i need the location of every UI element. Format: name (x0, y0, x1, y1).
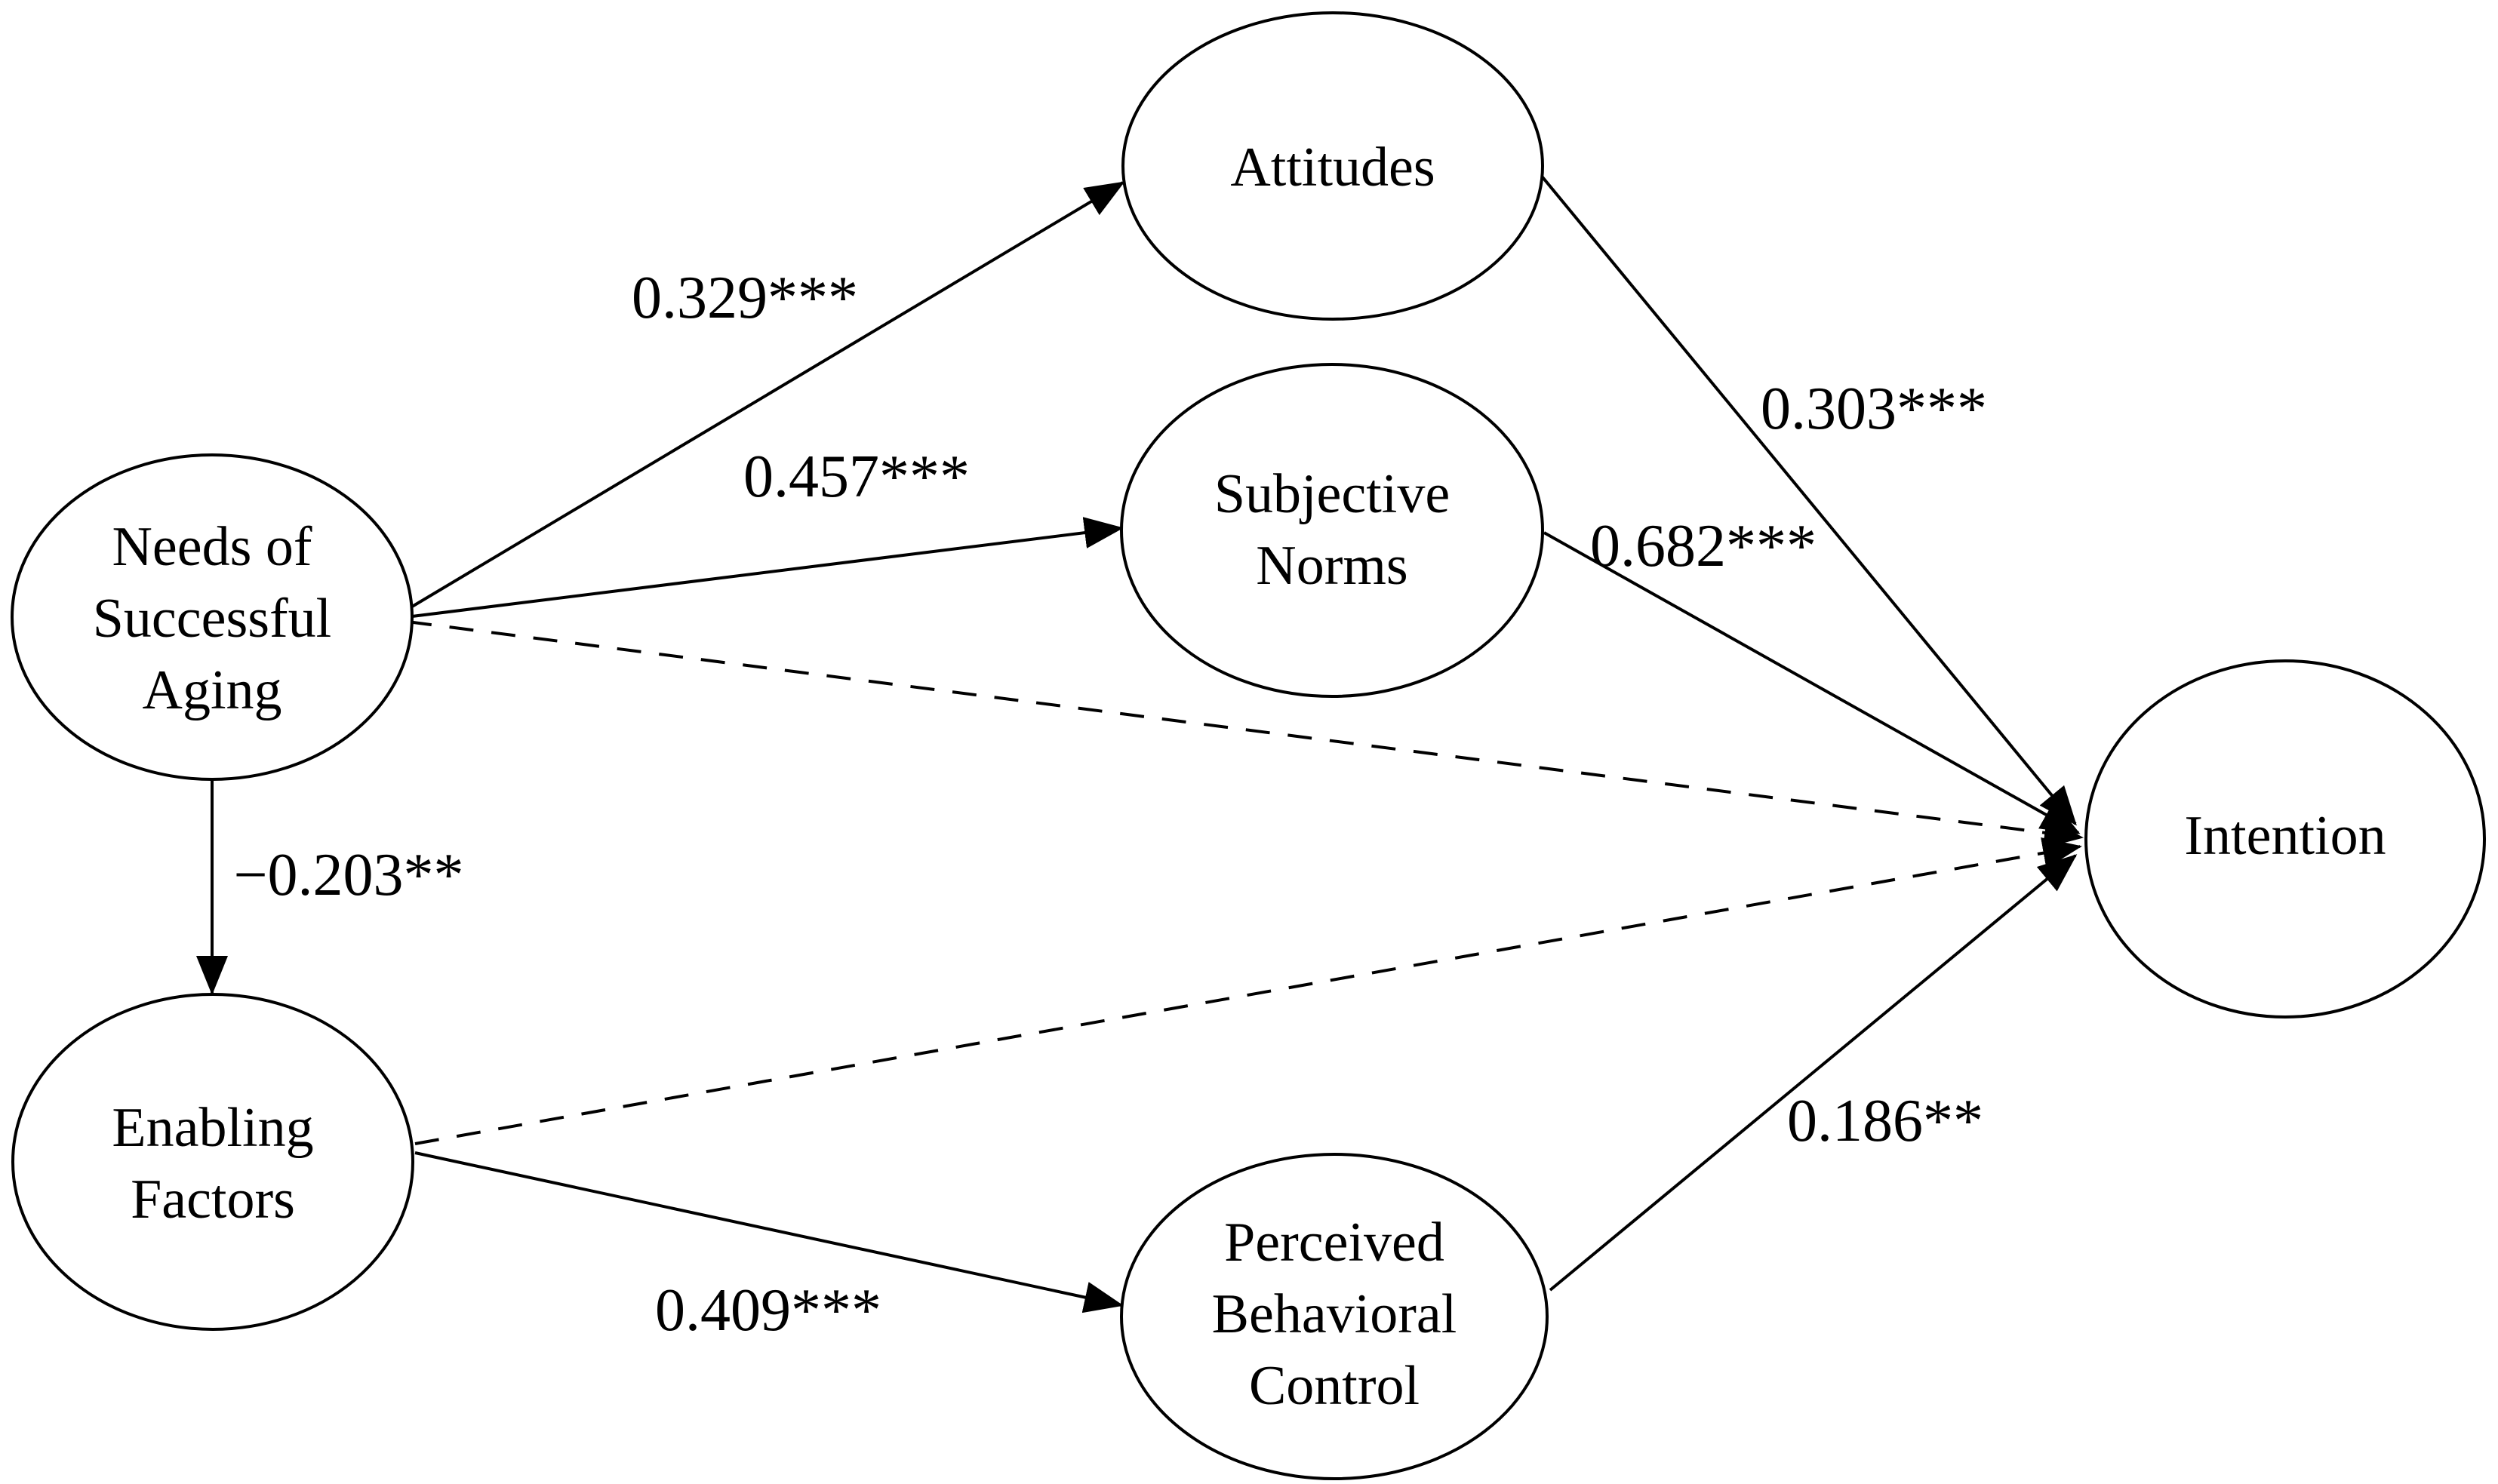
enabling-factors-label-line-1: Enabling (112, 1097, 313, 1159)
edge-attitudes-to-intention (1538, 172, 2077, 826)
enabling-factors-label-line-2: Factors (131, 1169, 295, 1231)
subjective-norms-label-line-1: Subjective (1214, 463, 1450, 525)
attitudes-label: Attitudes (1230, 137, 1435, 198)
perceived-behavioral-control-label-line-1: Perceived (1224, 1212, 1444, 1274)
coefficient-needs-subjective-norms: 0.457*** (743, 444, 970, 510)
coefficient-attitudes-intention: 0.303*** (1761, 376, 1987, 442)
enabling-factors-ellipse (11, 993, 414, 1331)
edges (196, 172, 2084, 1313)
subjective-norms-label-line-2: Norms (1256, 535, 1407, 597)
attitudes-ellipse (1121, 11, 1544, 321)
needs-label-line-2: Successful (93, 588, 332, 650)
edge-needs-to-intention-dashed (407, 620, 2084, 849)
intention-label: Intention (2184, 805, 2386, 867)
coefficient-needs-attitudes: 0.329*** (632, 265, 858, 331)
needs-of-successful-aging-ellipse (11, 453, 414, 781)
edge-enabling-to-perceived-behavioral-control (414, 1151, 1124, 1313)
perceived-behavioral-control-ellipse (1120, 1153, 1549, 1480)
node-enabling-factors: Enabling Factors (11, 993, 414, 1331)
node-subjective-norms: Subjective Norms (1120, 363, 1544, 698)
node-attitudes: Attitudes (1121, 11, 1544, 321)
coefficient-subjective-norms-intention: 0.682*** (1590, 513, 1817, 579)
edge-subjective-norms-to-intention (1543, 531, 2081, 834)
edge-labels: 0.329*** 0.457*** −0.203** 0.409*** 0.30… (233, 265, 1987, 1344)
edge-enabling-to-intention-dashed (414, 837, 2082, 1145)
node-needs-of-successful-aging: Needs of Successful Aging (11, 453, 414, 781)
edge-needs-to-attitudes (403, 181, 1125, 613)
coefficient-perceived-behavioral-control-intention: 0.186** (1787, 1088, 1983, 1154)
coefficient-enabling-perceived-behavioral-control: 0.409*** (655, 1277, 881, 1344)
intention-ellipse (2084, 659, 2486, 1019)
edge-perceived-behavioral-control-to-intention (1549, 854, 2078, 1292)
needs-label-line-1: Needs of (112, 516, 312, 578)
perceived-behavioral-control-label-line-3: Control (1249, 1355, 1420, 1417)
edge-needs-to-subjective-norms (405, 517, 1124, 619)
subjective-norms-ellipse (1120, 363, 1544, 698)
nodes: Needs of Successful Aging Attitudes Subj… (11, 11, 2486, 1480)
node-intention: Intention (2084, 659, 2486, 1019)
coefficient-needs-enabling-factors: −0.203** (233, 842, 463, 908)
node-perceived-behavioral-control: Perceived Behavioral Control (1120, 1153, 1549, 1480)
needs-label-line-3: Aging (143, 659, 282, 721)
perceived-behavioral-control-label-line-2: Behavioral (1212, 1283, 1457, 1345)
